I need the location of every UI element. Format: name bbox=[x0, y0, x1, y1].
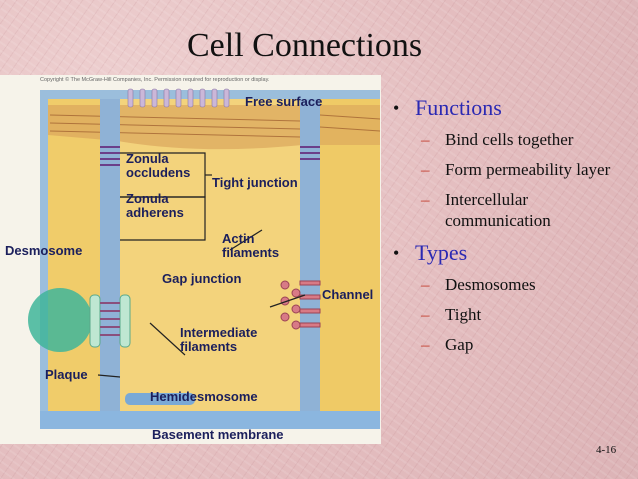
sub-bullet-text: Bind cells together bbox=[445, 130, 574, 149]
dash-icon: – bbox=[421, 160, 430, 179]
sub-bullet: –Form permeability layer bbox=[393, 159, 633, 180]
dash-icon: – bbox=[421, 335, 430, 354]
sub-bullet: –Tight bbox=[393, 304, 633, 325]
sub-bullet-text: Gap bbox=[445, 335, 474, 354]
dash-icon: – bbox=[421, 130, 430, 149]
tight-junction-strands bbox=[100, 146, 320, 166]
label-channel: Channel bbox=[322, 287, 373, 302]
sub-bullet-text: Desmosomes bbox=[445, 275, 536, 294]
label-actin-2: filaments bbox=[222, 245, 279, 260]
label-free-surface: Free surface bbox=[245, 94, 322, 109]
diagram-svg: Free surface Zonula occludens Zonula adh… bbox=[0, 75, 381, 444]
desmosome-fibers bbox=[28, 288, 92, 352]
bullet-types: • Types bbox=[393, 240, 633, 266]
right-lateral-membrane bbox=[300, 99, 320, 415]
label-tight-junction: Tight junction bbox=[212, 175, 298, 190]
label-plaque: Plaque bbox=[45, 367, 88, 382]
copyright-notice: Copyright © The McGraw-Hill Companies, I… bbox=[40, 77, 270, 83]
bullet-heading: Functions bbox=[415, 95, 502, 120]
bullet-dot-icon: • bbox=[393, 243, 400, 263]
plaque-left bbox=[89, 294, 101, 348]
label-zonula-adherens-1: Zonula bbox=[126, 191, 169, 206]
sub-bullet: –Intercellular communication bbox=[393, 189, 633, 231]
bullet-functions: • Functions bbox=[393, 95, 633, 121]
label-zonula-adherens-2: adherens bbox=[126, 205, 184, 220]
bullet-heading: Types bbox=[415, 240, 468, 265]
label-zonula-occludens-1: Zonula bbox=[126, 151, 169, 166]
slide-title: Cell Connections bbox=[187, 27, 423, 64]
bullet-list: • Functions –Bind cells together –Form p… bbox=[393, 95, 633, 364]
label-zonula-occludens-2: occludens bbox=[126, 165, 190, 180]
sub-bullet: –Bind cells together bbox=[393, 129, 633, 150]
label-gap-junction: Gap junction bbox=[162, 271, 242, 286]
sub-bullet-text: Tight bbox=[445, 305, 482, 324]
label-intermediate-2: filaments bbox=[180, 339, 237, 354]
dash-icon: – bbox=[421, 190, 430, 209]
label-basement-membrane: Basement membrane bbox=[152, 427, 284, 442]
sub-bullet: –Desmosomes bbox=[393, 274, 633, 295]
slide-number: 4-16 bbox=[596, 444, 617, 456]
sub-bullet-text: Intercellular communication bbox=[445, 190, 551, 230]
bullet-dot-icon: • bbox=[393, 98, 400, 118]
dash-icon: – bbox=[421, 275, 430, 294]
label-hemidesmosome: Hemidesmosome bbox=[150, 389, 258, 404]
gap-junction-channels bbox=[280, 280, 321, 330]
dash-icon: – bbox=[421, 305, 430, 324]
sub-bullet-text: Form permeability layer bbox=[445, 160, 611, 179]
cell-connections-diagram: Free surface Zonula occludens Zonula adh… bbox=[0, 75, 381, 444]
sub-bullet: –Gap bbox=[393, 334, 633, 355]
label-intermediate-1: Intermediate bbox=[180, 325, 257, 340]
basement-membrane-shape bbox=[40, 411, 380, 429]
hemidesmosome-shape bbox=[125, 393, 195, 405]
plaque-right bbox=[119, 294, 131, 348]
label-desmosome: Desmosome bbox=[5, 243, 82, 258]
right-cell bbox=[318, 99, 380, 415]
label-actin-1: Actin bbox=[222, 231, 255, 246]
